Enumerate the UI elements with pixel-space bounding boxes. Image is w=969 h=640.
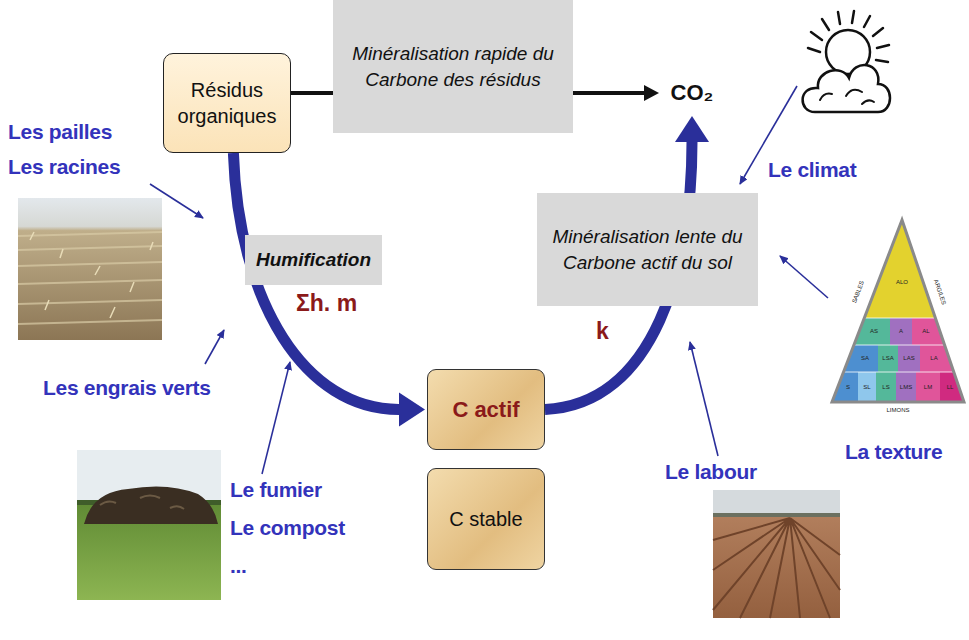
node-text: Humification: [251, 247, 376, 273]
text-wrap: Humification: [251, 247, 376, 273]
text-wrap: C stable: [434, 508, 538, 531]
residue-box: Résidus organiques: [163, 53, 291, 153]
texture-class-label: SL: [863, 384, 870, 390]
text-wrap: Minéralisation rapide du Carbone des rés…: [339, 41, 567, 92]
carbon-pool: C actif: [427, 369, 545, 450]
texture-class-label: LS: [882, 384, 889, 390]
node-text: Résidus organiques: [170, 77, 284, 129]
process-box: Minéralisation lente du Carbone actif du…: [537, 193, 758, 306]
input-label: Les pailles: [8, 120, 112, 144]
input-label: Le labour: [665, 460, 757, 484]
arrow-head: [399, 393, 425, 427]
texture-class-label: ARGILES: [933, 279, 947, 306]
input-label: La texture: [845, 440, 942, 464]
texture-class-label: LM: [924, 384, 932, 390]
texture-class-label: SA: [861, 355, 869, 361]
rate-coefficient: Σh. m: [296, 290, 357, 317]
arrow-head: [644, 85, 659, 101]
text-wrap: Résidus organiques: [170, 77, 284, 129]
texture-class-label: AS: [870, 328, 878, 334]
node-text: C stable: [434, 508, 538, 531]
plough-photo: [713, 490, 840, 618]
input-label: Le climat: [768, 158, 856, 182]
texture-class-label: ALO: [896, 279, 908, 285]
texture-class-label: LMS: [900, 384, 912, 390]
stubble-photo: [18, 198, 162, 340]
text-wrap: C actif: [434, 397, 538, 423]
texture-class-label: AL: [922, 328, 929, 334]
carbon-pool: C stable: [427, 468, 545, 570]
rate-coefficient: k: [596, 318, 609, 345]
gas-node: CO₂: [663, 72, 721, 114]
process-box: Humification: [245, 235, 382, 285]
node-text: C actif: [434, 397, 538, 423]
text-wrap: CO₂: [665, 80, 719, 106]
input-label: Les racines: [8, 155, 120, 179]
flow-arrow: [233, 153, 425, 427]
node-text: Minéralisation lente du Carbone actif du…: [543, 224, 752, 275]
manure-photo: [77, 450, 221, 600]
node-text: CO₂: [665, 80, 719, 106]
texture-class-label: LIMONS: [886, 407, 909, 413]
arrow-head: [675, 116, 709, 142]
text-wrap: Minéralisation lente du Carbone actif du…: [543, 224, 752, 275]
texture-class-label: LAS: [903, 355, 914, 361]
texture-class-label: LL: [947, 384, 954, 390]
texture-class-label: LSA: [882, 355, 893, 361]
texture-triangle: [828, 215, 968, 404]
node-text: Minéralisation rapide du Carbone des rés…: [339, 41, 567, 92]
texture-class-label: A: [899, 328, 903, 334]
texture-class-label: SABLES: [851, 280, 865, 304]
flow-line: [233, 153, 399, 410]
input-label: ...: [230, 554, 247, 578]
texture-class-label: S: [846, 384, 850, 390]
input-label: Le fumier: [230, 478, 322, 502]
weather-icon: [803, 11, 890, 112]
texture-class-label: LA: [930, 355, 937, 361]
process-box: Minéralisation rapide du Carbone des rés…: [333, 0, 573, 133]
input-label: Le compost: [230, 516, 345, 540]
input-label: Les engrais verts: [43, 376, 211, 400]
